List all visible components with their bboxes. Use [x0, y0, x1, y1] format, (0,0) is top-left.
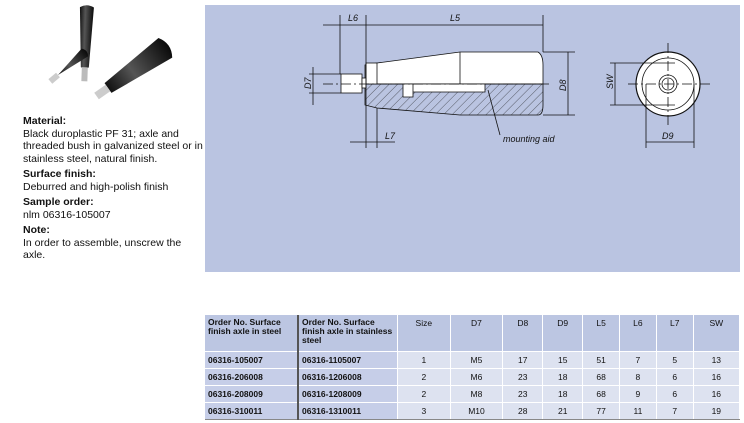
table-cell: 13 [693, 351, 741, 369]
order-number-cell: 06316-1310011 [298, 402, 398, 420]
product-photo [48, 5, 173, 100]
order-number-cell: 06316-1206008 [298, 368, 398, 386]
table-cell: 51 [582, 351, 620, 369]
table-cell: 11 [619, 402, 657, 420]
column-header: L5 [582, 315, 620, 352]
table-cell: 2 [397, 385, 451, 403]
sample-order-label: Sample order: [23, 196, 94, 208]
table-cell: 68 [582, 385, 620, 403]
mounting-aid-label: mounting aid [503, 134, 556, 144]
table-cell: 23 [502, 368, 544, 386]
table-cell: M6 [450, 368, 504, 386]
column-header: D9 [542, 315, 584, 352]
column-header: D7 [450, 315, 504, 352]
column-header: Order No. Surface finish axle in steel [205, 315, 299, 352]
table-cell: M5 [450, 351, 504, 369]
order-number-cell: 06316-208009 [205, 385, 299, 403]
table-cell: 18 [542, 385, 584, 403]
table-cell: 3 [397, 402, 451, 420]
table-cell: M8 [450, 385, 504, 403]
material-text: Black duroplastic PF 31; axle and thread… [23, 127, 203, 165]
table-cell: 7 [619, 351, 657, 369]
table-cell: 16 [693, 385, 741, 403]
table-cell: 2 [397, 368, 451, 386]
surface-finish-text: Deburred and high-polish finish [23, 180, 169, 193]
surface-finish-label: Surface finish: [23, 168, 96, 180]
table-cell: 1 [397, 351, 451, 369]
note-label: Note: [23, 224, 50, 236]
column-header: L6 [619, 315, 657, 352]
specifications: Material: Black duroplastic PF 31; axle … [23, 115, 203, 262]
table-cell: 9 [619, 385, 657, 403]
dim-d7: D7 [303, 77, 313, 89]
order-number-cell: 06316-1105007 [298, 351, 398, 369]
column-header: Size [397, 315, 451, 352]
table-cell: 8 [619, 368, 657, 386]
column-header: L7 [656, 315, 694, 352]
technical-drawing: L6 L5 D7 D8 L7 mounting aid SW D9 [205, 5, 740, 272]
note-text: In order to assemble, unscrew the axle. [23, 236, 182, 262]
column-header: SW [693, 315, 741, 352]
table-cell: 28 [502, 402, 544, 420]
table-cell: 5 [656, 351, 694, 369]
dim-l5: L5 [450, 13, 461, 23]
order-number-cell: 06316-310011 [205, 402, 299, 420]
table-cell: 23 [502, 385, 544, 403]
order-number-cell: 06316-105007 [205, 351, 299, 369]
table-cell: 18 [542, 368, 584, 386]
order-number-cell: 06316-1208009 [298, 385, 398, 403]
table-cell: 6 [656, 368, 694, 386]
material-label: Material: [23, 115, 67, 127]
table-cell: 7 [656, 402, 694, 420]
table-cell: 21 [542, 402, 584, 420]
table-cell: M10 [450, 402, 504, 420]
table-cell: 19 [693, 402, 741, 420]
table-cell: 6 [656, 385, 694, 403]
column-header: D8 [502, 315, 544, 352]
order-number-cell: 06316-206008 [205, 368, 299, 386]
table-cell: 16 [693, 368, 741, 386]
table-cell: 17 [502, 351, 544, 369]
column-header: Order No. Surface finish axle in stainle… [298, 315, 398, 352]
table-cell: 68 [582, 368, 620, 386]
table-cell: 15 [542, 351, 584, 369]
table-cell: 77 [582, 402, 620, 420]
dim-l7: L7 [385, 131, 396, 141]
dim-sw: SW [605, 73, 615, 89]
sample-order-text: nlm 06316-105007 [23, 208, 111, 221]
dim-l6: L6 [348, 13, 358, 23]
dim-d9: D9 [662, 131, 674, 141]
dim-d8: D8 [558, 79, 568, 91]
